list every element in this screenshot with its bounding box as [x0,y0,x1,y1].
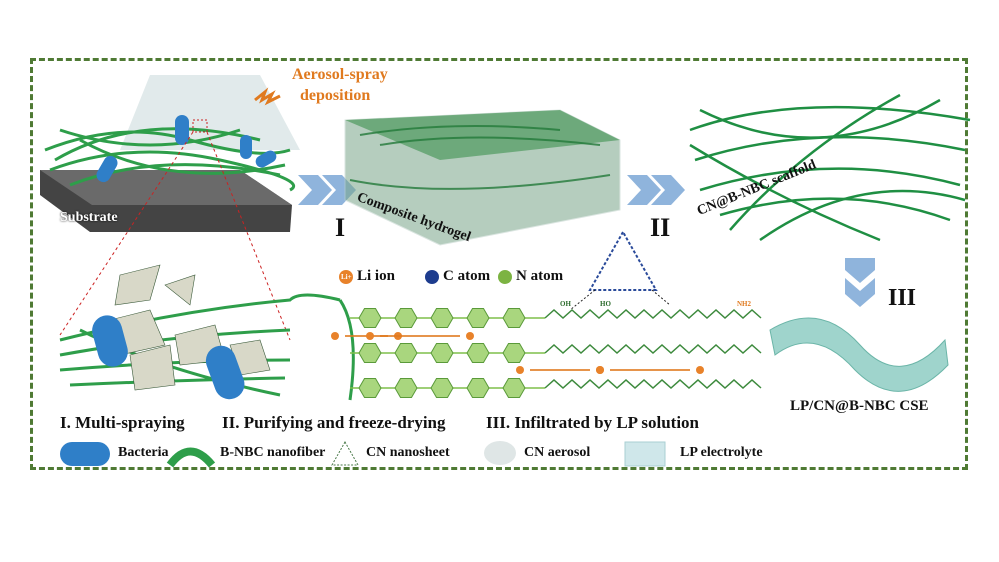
sugar-ring-chains [544,308,762,390]
hexagon-ring [358,377,382,399]
n-atom-label: N atom [516,268,564,284]
hexagon-ring [430,342,454,364]
hexagon-ring [466,377,490,399]
li-ion-arrows [331,332,704,374]
zoom-region-box [192,119,208,133]
dashed-frame [30,58,968,470]
lightning-icon [254,87,281,106]
bacteria-on-substrate [96,115,277,183]
hexagon-ring [394,342,418,364]
scaffold-fibers [689,93,971,242]
c-atom-icon [425,270,439,284]
legend-nanofiber: B-NBC nanofiber [220,445,326,460]
cellulose-hexagon-chains [350,307,545,399]
cn-aerosol-legend-icon [484,441,516,465]
cse-ribbon [769,317,949,392]
zoomed-bacterium [92,315,128,367]
li-ion-icon [339,270,353,284]
hexagon-ring [430,377,454,399]
step-II-label: II [650,213,671,242]
chevron-arrow-II [627,175,685,205]
legend-cn-aerosol: CN aerosol [524,445,591,460]
aerosol-label-2: deposition [300,87,371,104]
hexagon-ring [358,307,382,329]
substrate-fibers [44,127,296,192]
li-ion [466,332,474,340]
li-ion [516,366,524,374]
legend-lp-electrolyte: LP electrolyte [680,445,763,460]
chevron-arrow-III [845,258,875,307]
hexagon-ring [394,377,418,399]
bacteria-legend-icon [60,442,110,466]
legend-bacteria: Bacteria [118,445,169,460]
li-ion [366,332,374,340]
li-badge: Li+ [341,273,352,281]
li-ion-label: Li ion [357,268,395,284]
n-atom-icon [498,270,512,284]
li-ion [596,366,604,374]
step-caption-3: III. Infiltrated by LP solution [486,413,700,432]
step-caption-1: I. Multi-spraying [60,413,185,432]
oh-label: OH [560,300,571,308]
zoomed-bacterium [205,345,245,400]
sugar-chain [544,343,762,355]
nh2-label: NH2 [737,300,751,308]
hexagon-ring [502,307,526,329]
hexagon-ring [430,307,454,329]
step-III-label: III [888,285,917,311]
sugar-chain [544,308,762,320]
hexagon-ring [502,377,526,399]
aerosol-cone [120,75,300,150]
aerosol-label: Aerosol-spray [292,66,388,83]
li-ion [696,366,704,374]
substrate-label: Substrate [60,210,118,225]
hexagon-ring [358,342,382,364]
cn-nanosheet-legend-icon [331,440,359,466]
nanofiber-legend-icon [166,447,216,468]
hexagon-ring [502,342,526,364]
cn-nanosheet-triangle [588,229,658,291]
hexagon-ring [466,307,490,329]
hexagon-ring [466,342,490,364]
lp-electrolyte-legend-icon [624,441,666,467]
li-ion [331,332,339,340]
ho-label: HO [600,300,611,308]
c-atom-label: C atom [443,268,491,284]
step-I-label: I [335,213,346,242]
hexagon-ring [394,307,418,329]
step-caption-2: II. Purifying and freeze-drying [222,413,446,432]
product-label: LP/CN@B-NBC CSE [790,398,929,414]
sugar-chain [544,378,762,390]
legend-cn-nanosheet: CN nanosheet [366,445,450,460]
